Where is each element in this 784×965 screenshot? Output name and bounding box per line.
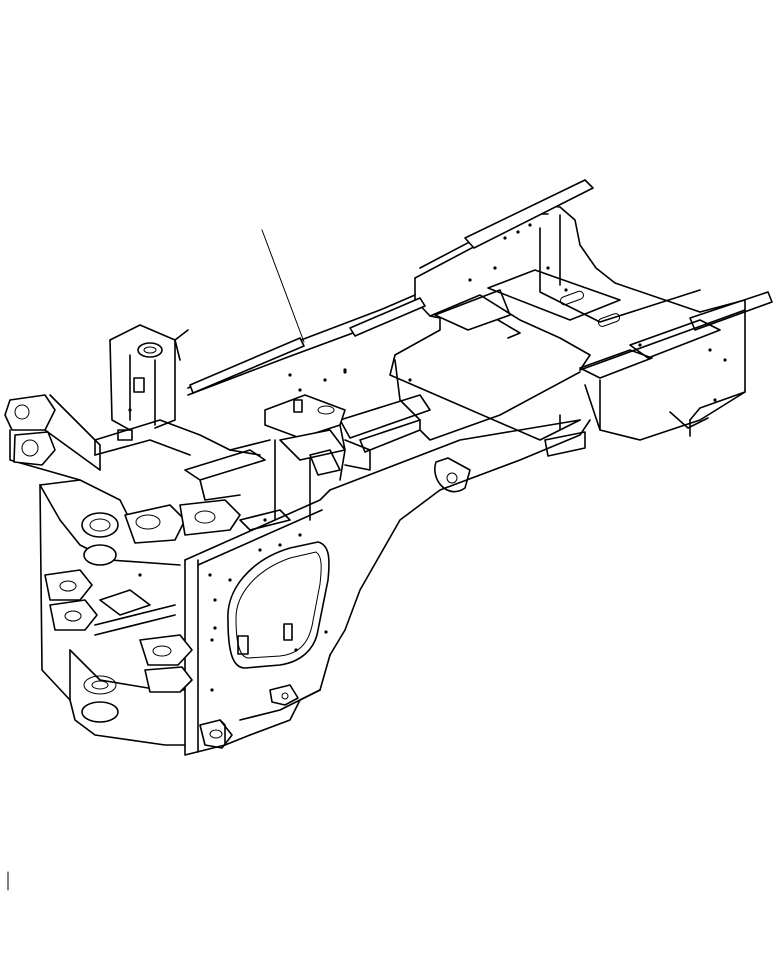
front-frame xyxy=(4,324,371,756)
leader-line xyxy=(261,229,305,343)
center-frame xyxy=(187,266,591,721)
rear-frame xyxy=(414,179,773,441)
side-panel-cutout xyxy=(227,541,330,669)
